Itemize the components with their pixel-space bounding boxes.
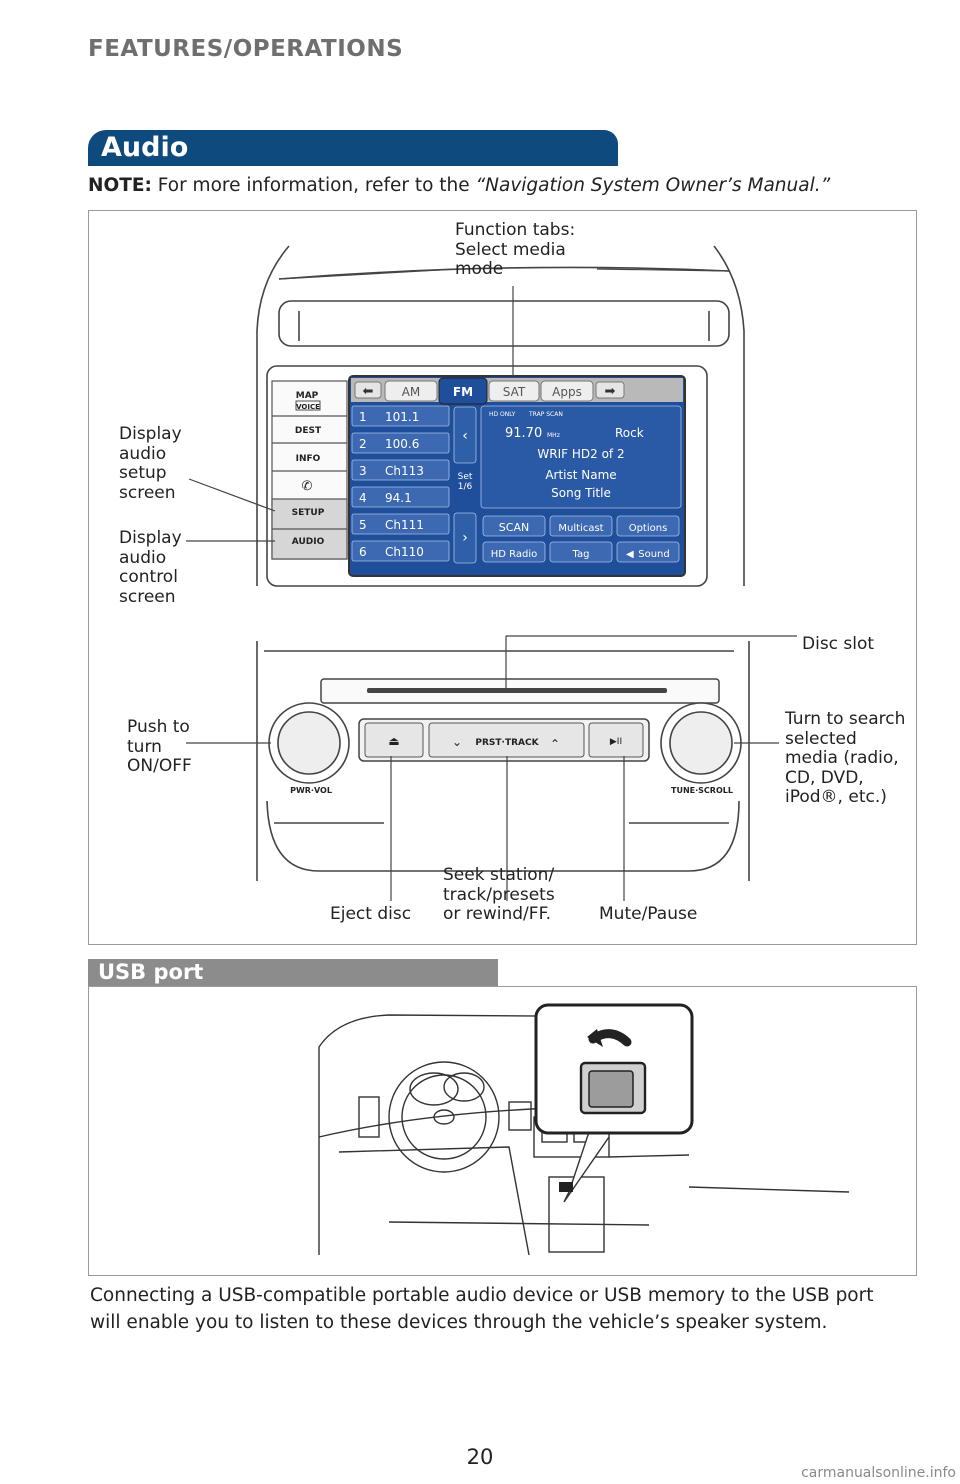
note-label: NOTE:: [88, 175, 152, 196]
watermark: carmanualsonline.info: [801, 1465, 956, 1481]
section-title: FEATURES/OPERATIONS: [88, 36, 404, 62]
tab-am[interactable]: AM: [402, 385, 421, 399]
preset-item[interactable]: 4 94.1: [351, 486, 450, 508]
hd-radio-button[interactable]: HD Radio: [491, 549, 538, 560]
seek-callout: Seek station/ track/presets or rewind/FF…: [443, 865, 555, 924]
chevron-left-icon[interactable]: ‹: [462, 428, 468, 444]
tune-scroll-label: TUNE·SCROLL: [671, 786, 733, 795]
frequency-readout: 91.70: [505, 426, 542, 441]
preset-number: 1: [359, 410, 367, 424]
head-unit-illustration: MAP VOICE DEST INFO ✆ SETUP AUDIO ⬅ AM F…: [186, 245, 797, 901]
preset-item[interactable]: 1 101.1: [351, 405, 450, 427]
pwr-vol-label: PWR·VOL: [290, 786, 332, 795]
preset-number: 3: [359, 464, 367, 478]
chevron-down-icon: ⌄: [452, 735, 462, 749]
station-name: WRIF HD2 of 2: [537, 447, 624, 461]
preset-item[interactable]: 6 Ch110: [351, 540, 450, 562]
frequency-unit: MHz: [547, 432, 560, 439]
seek-track-button[interactable]: ⌄ PRST·TRACK ⌃: [428, 722, 585, 758]
mute-callout: Mute/Pause: [599, 904, 698, 924]
map-button[interactable]: MAP: [296, 391, 319, 401]
voice-button[interactable]: VOICE: [296, 403, 320, 411]
usb-description: Connecting a USB-compatible portable aud…: [90, 1285, 874, 1333]
tune-scroll-knob[interactable]: [660, 702, 742, 784]
audio-title: Audio: [101, 132, 189, 163]
disc-slot[interactable]: [320, 678, 720, 704]
eject-icon: ⏏: [388, 734, 399, 748]
usb-port-closeup: [534, 1003, 694, 1203]
multicast-button[interactable]: Multicast: [558, 523, 603, 534]
setup-button[interactable]: SETUP: [292, 508, 325, 518]
tab-apps[interactable]: Apps: [552, 385, 582, 399]
preset-number: 2: [359, 437, 367, 451]
preset-label: 101.1: [385, 410, 419, 424]
control-callout: Display audio control screen: [119, 528, 182, 607]
audio-button[interactable]: AUDIO: [292, 537, 325, 547]
info-button[interactable]: INFO: [296, 454, 321, 464]
chevron-up-icon: ⌃: [550, 737, 560, 751]
preset-number: 5: [359, 518, 367, 532]
tab-fm[interactable]: FM: [453, 385, 473, 399]
note-reference: “Navigation System Owner’s Manual.”: [475, 175, 831, 196]
pwr-vol-knob[interactable]: [268, 702, 350, 784]
audio-diagram-panel: MAP VOICE DEST INFO ✆ SETUP AUDIO ⬅ AM F…: [88, 210, 917, 945]
turn-callout: Turn to search selected media (radio, CD…: [785, 709, 906, 807]
setup-callout: Display audio setup screen: [119, 424, 182, 503]
tab-left-arrow-icon[interactable]: ⬅: [363, 384, 374, 399]
function-tabs-callout: Function tabs: Select media mode: [455, 220, 576, 279]
steering-logo-icon: [433, 1109, 455, 1125]
audio-banner: Audio: [88, 130, 618, 166]
seek-track-label: PRST·TRACK: [475, 738, 539, 748]
note-text: For more information, refer to the: [157, 175, 470, 196]
lift-arrow-icon: [587, 1029, 603, 1047]
mute-pause-button[interactable]: ▶II: [588, 722, 644, 758]
tab-right-arrow-icon[interactable]: ➡: [605, 384, 616, 399]
eject-button[interactable]: ⏏: [364, 722, 424, 758]
usb-diagram-panel: [88, 986, 917, 1276]
preset-number: 6: [359, 545, 367, 559]
page-number: 20: [466, 1445, 494, 1469]
disc-slot-callout: Disc slot: [802, 634, 875, 654]
usb-title: USB port: [98, 960, 204, 984]
preset-item[interactable]: 3 Ch113: [351, 459, 450, 481]
song-title: Song Title: [551, 486, 611, 500]
preset-number: 4: [359, 491, 367, 505]
chevron-right-icon[interactable]: ›: [462, 530, 468, 546]
dashboard-illustration: [318, 1003, 850, 1256]
hd-only-label: HD ONLY: [489, 411, 516, 418]
touch-screen: ⬅ AM FM SAT Apps ➡ 1 101.1 2 10: [348, 375, 686, 577]
left-button-column: MAP VOICE DEST INFO ✆ SETUP AUDIO: [271, 380, 348, 560]
scan-button[interactable]: SCAN: [499, 521, 529, 534]
preset-item[interactable]: 5 Ch111: [351, 513, 450, 535]
trap-scan-label: TRAP SCAN: [528, 411, 563, 418]
tag-button[interactable]: Tag: [572, 549, 590, 560]
push-callout: Push to turn ON/OFF: [127, 717, 192, 776]
tab-sat[interactable]: SAT: [503, 385, 526, 399]
genre-label: Rock: [615, 426, 644, 440]
eject-callout: Eject disc: [330, 904, 412, 924]
dest-button[interactable]: DEST: [295, 426, 322, 436]
preset-label: Ch111: [385, 518, 424, 532]
preset-label: Ch113: [385, 464, 424, 478]
usb-banner: USB port: [88, 959, 498, 986]
preset-label: 94.1: [385, 491, 412, 505]
preset-label: Ch110: [385, 545, 424, 559]
note-line: NOTE: For more information, refer to the…: [88, 175, 830, 196]
options-button[interactable]: Options: [629, 523, 668, 534]
usb-port-icon[interactable]: [559, 1182, 573, 1192]
speaker-icon: ◀: [626, 549, 634, 560]
preset-label: 100.6: [385, 437, 419, 451]
sound-button[interactable]: Sound: [638, 549, 670, 560]
phone-icon[interactable]: ✆: [302, 479, 313, 494]
artist-name: Artist Name: [545, 468, 616, 482]
preset-item[interactable]: 2 100.6: [351, 432, 450, 454]
play-pause-icon: ▶II: [610, 737, 622, 747]
preset-list: 1 101.1 2 100.6 3 Ch113 4 94.1: [351, 405, 450, 562]
